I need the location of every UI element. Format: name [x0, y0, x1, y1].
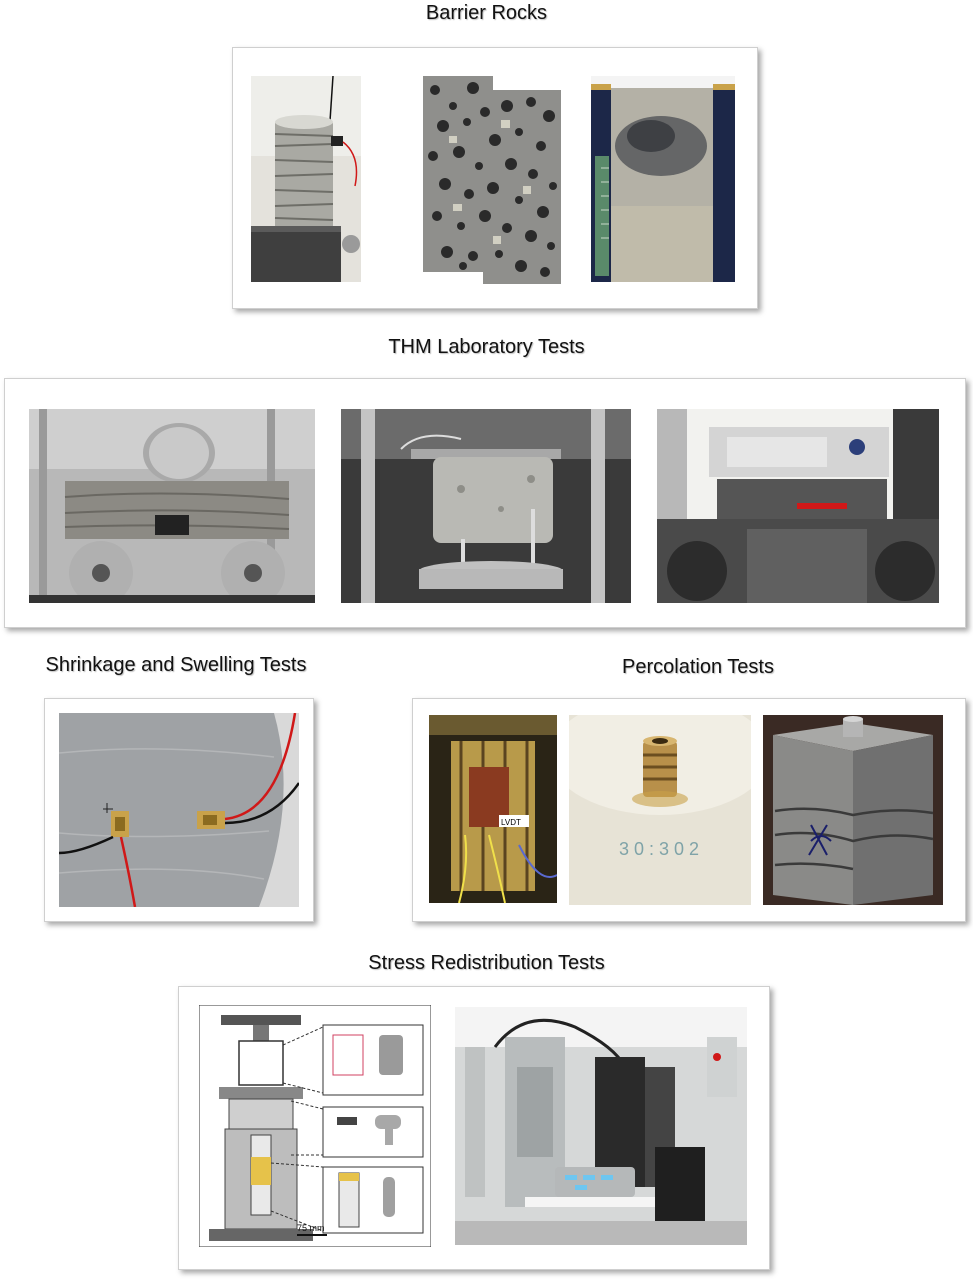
- core-fitting-photo: 3 0 : 3 0 2: [569, 715, 751, 905]
- sample-marking: 3 0 : 3 0 2: [619, 839, 699, 859]
- section-title-thm-tests: THM Laboratory Tests: [388, 336, 585, 358]
- strain-gauge-photo: [59, 713, 299, 907]
- bending-test-photo: [29, 409, 315, 603]
- percolation-panel: LVDT 3 0 : 3 0 2: [412, 698, 966, 922]
- thm-tests-panel: [4, 378, 966, 628]
- shrinkage-panel: [44, 698, 314, 922]
- cubic-sample-photo: [763, 715, 943, 905]
- section-title-barrier-rocks: Barrier Rocks: [425, 2, 548, 24]
- section-title-stress: Stress Redistribution Tests: [368, 952, 605, 974]
- test-cell-schematic: 75 mm: [199, 1005, 431, 1247]
- section-title-shrinkage: Shrinkage and Swelling Tests: [45, 654, 307, 676]
- rock-block-photo: [591, 76, 735, 282]
- stress-panel: 75 mm: [178, 986, 770, 1270]
- granite-slab-photo: [423, 76, 561, 284]
- triaxial-core-photo: [341, 409, 631, 603]
- scale-bar-label: 75 mm: [297, 1223, 325, 1233]
- testing-machine-photo: [657, 409, 939, 603]
- claystone-core-photo: [251, 76, 361, 282]
- lvdt-label: LVDT: [501, 818, 521, 827]
- section-title-percolation: Percolation Tests: [622, 656, 774, 678]
- percolation-cell-photo: LVDT: [429, 715, 557, 903]
- stress-apparatus-photo: [455, 1007, 747, 1245]
- barrier-rocks-panel: [232, 47, 758, 309]
